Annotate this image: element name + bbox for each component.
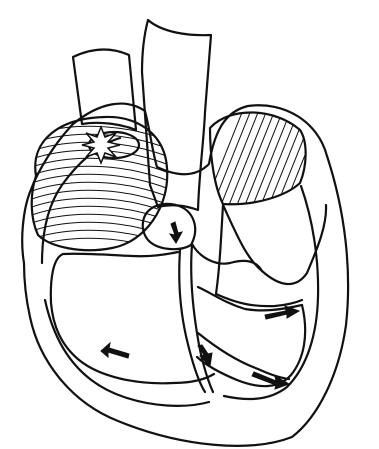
left-arrow-icon <box>101 343 129 358</box>
down-arrow-icon <box>170 222 182 243</box>
outer-ventricle-wall <box>42 138 209 406</box>
aorta <box>142 20 211 210</box>
left-atrium <box>210 112 306 204</box>
ventricular-septum <box>179 205 302 392</box>
heart-outline <box>22 104 348 446</box>
atrioventricular-node <box>143 204 195 249</box>
